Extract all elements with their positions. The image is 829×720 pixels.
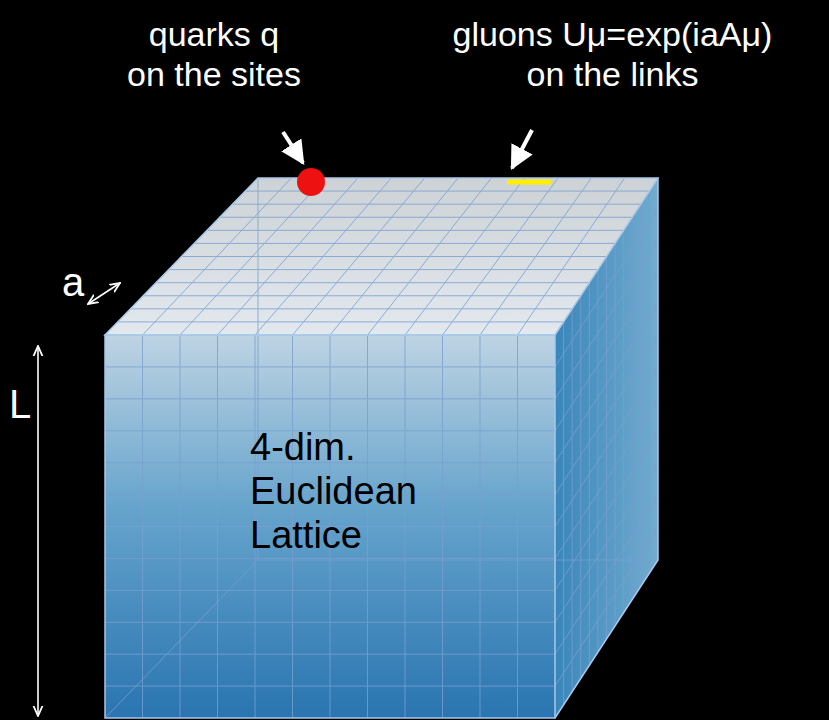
grid-line <box>480 178 591 335</box>
lattice-grid <box>105 178 658 718</box>
gluon-label: gluons Uμ=exp(iaAμ) on the links <box>440 14 785 94</box>
grid-line <box>233 204 641 205</box>
grid-line <box>632 217 633 599</box>
grid-line <box>368 178 492 335</box>
leader-arrow <box>512 130 532 168</box>
grid-line <box>555 433 658 591</box>
cube-edges <box>105 178 658 718</box>
grid-line <box>615 243 616 625</box>
node-text: 4-dim. Euclidean Lattice <box>250 425 480 557</box>
grid-line <box>105 558 555 559</box>
grid-line <box>555 465 658 623</box>
grid-line <box>405 335 406 718</box>
grid-line <box>443 178 559 335</box>
grid-line <box>105 654 555 655</box>
gluon-link <box>507 180 551 185</box>
grid-line <box>555 528 658 686</box>
grid-line <box>207 230 624 231</box>
quark-label: quarks q on the sites <box>84 14 344 94</box>
top-face <box>105 178 658 335</box>
grid-line <box>258 560 658 561</box>
grid-line <box>405 178 525 335</box>
grid-line <box>649 191 650 573</box>
grid-line <box>182 256 607 257</box>
grid-line <box>105 686 555 687</box>
grid-line <box>555 496 658 654</box>
grid-line <box>105 622 555 623</box>
grid-line <box>555 369 658 527</box>
lattice-box: 4-dim. Euclidean Lattice <box>105 335 555 718</box>
grid-line <box>442 335 443 718</box>
grid-line <box>555 401 658 559</box>
grid-line <box>623 230 624 612</box>
grid-line <box>480 335 481 718</box>
grid-line <box>367 335 368 718</box>
grid-line <box>517 335 518 718</box>
quark-site <box>297 168 325 196</box>
size-arrow <box>37 346 39 716</box>
grid-line <box>220 217 633 218</box>
grid-line <box>194 243 615 244</box>
spacing-label: a <box>58 260 88 304</box>
spacing-arrow <box>88 283 120 304</box>
leader-arrow <box>283 132 303 163</box>
grid-line <box>105 560 258 718</box>
size-label: L <box>8 382 32 426</box>
grid-line <box>640 204 641 586</box>
grid-line <box>105 590 555 591</box>
front-face <box>105 335 555 718</box>
